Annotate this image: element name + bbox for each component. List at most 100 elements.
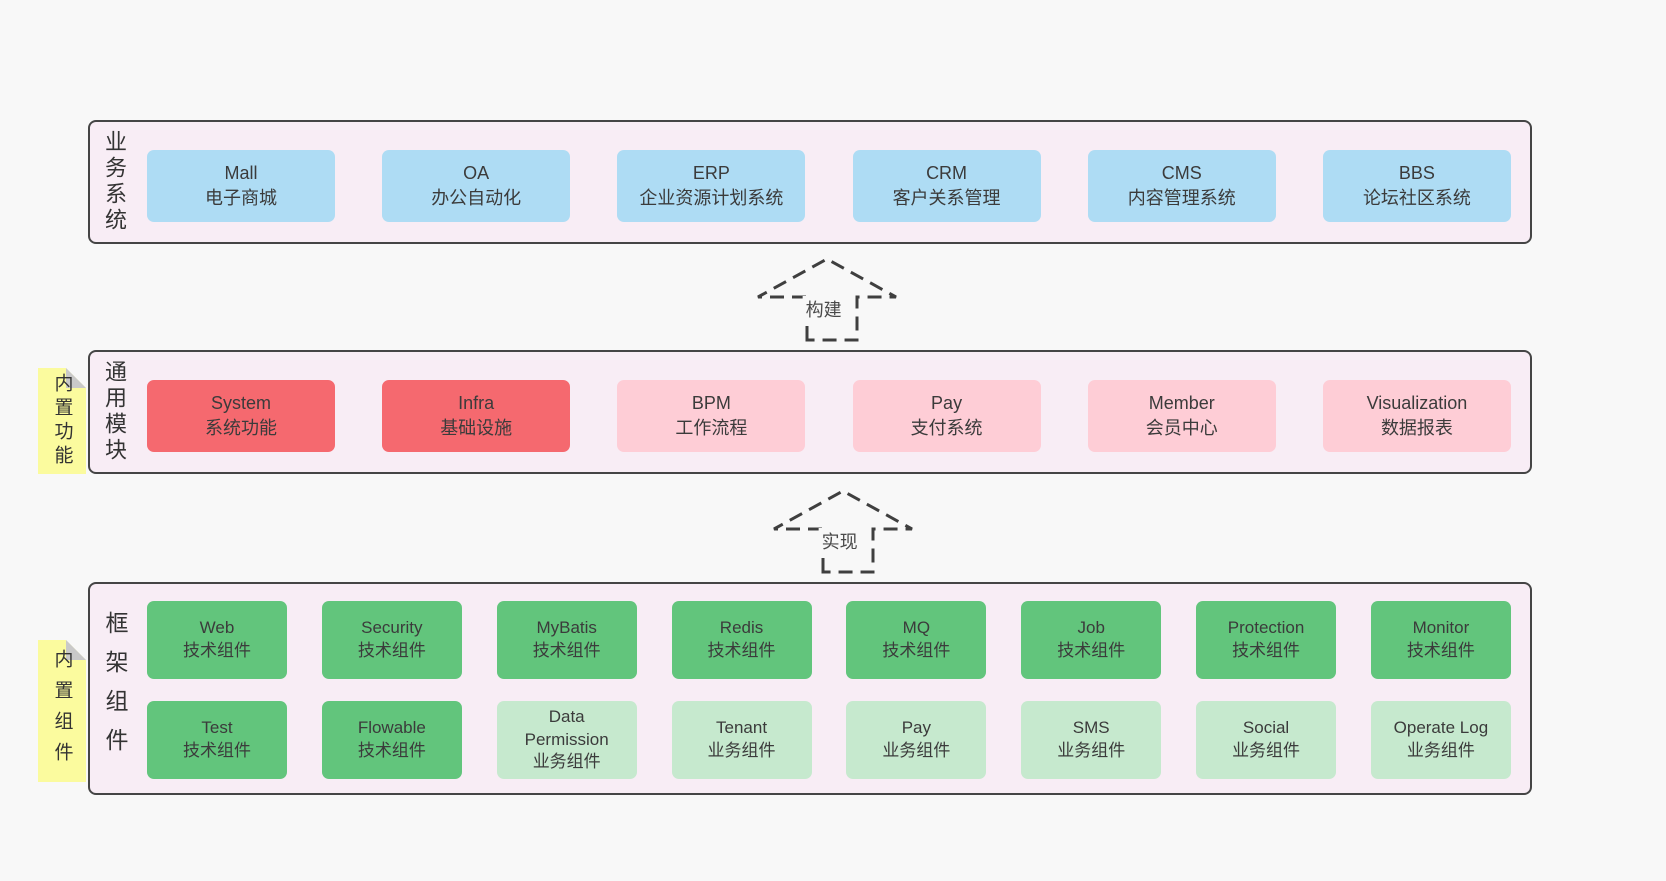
box-redis-subtitle: 技术组件 xyxy=(707,641,776,660)
box-crm-subtitle: 客户关系管理 xyxy=(892,188,1001,208)
box-member-name: Member xyxy=(1148,392,1215,413)
box-visualization-name: Visualization xyxy=(1366,392,1468,413)
box-redis-name: Redis xyxy=(719,618,764,638)
box-mq-subtitle: 技术组件 xyxy=(882,641,951,660)
box-web-name: Web xyxy=(199,618,235,638)
box-crm: CRM 客户关系管理 xyxy=(852,150,1041,222)
box-test: Test 技术组件 xyxy=(147,701,287,779)
box-erp-name: ERP xyxy=(692,162,730,183)
box-visualization: Visualization 数据报表 xyxy=(1322,380,1511,452)
box-data-permission: Data Permission 业务组件 xyxy=(496,701,637,779)
band-common-modules: 通用模块 System 系统功能 Infra 基础设施 BPM 工作流程 Pay… xyxy=(88,350,1532,474)
box-monitor-subtitle: 技术组件 xyxy=(1406,641,1475,660)
box-cms: CMS 内容管理系统 xyxy=(1087,150,1276,222)
box-redis: Redis 技术组件 xyxy=(671,601,812,679)
box-sms-subtitle: 业务组件 xyxy=(1057,741,1126,760)
box-protection-name: Protection xyxy=(1227,618,1305,638)
box-protection: Protection 技术组件 xyxy=(1196,601,1337,679)
build-arrow: 构建 xyxy=(755,255,899,343)
band-common-modules-label: 通用模块 xyxy=(102,360,127,464)
box-pay-component: Pay 业务组件 xyxy=(846,701,987,779)
box-mybatis-subtitle: 技术组件 xyxy=(532,641,601,660)
band-business-systems-label: 业务系统 xyxy=(102,130,127,234)
built-in-components-note: 内置组件 xyxy=(38,640,86,782)
box-job-name: Job xyxy=(1077,618,1105,638)
box-visualization-subtitle: 数据报表 xyxy=(1380,418,1453,438)
business-systems-row: Mall 电子商城 OA 办公自动化 ERP 企业资源计划系统 CRM 客户关系… xyxy=(147,150,1511,222)
box-cms-subtitle: 内容管理系统 xyxy=(1127,188,1236,208)
box-member-subtitle: 会员中心 xyxy=(1145,418,1218,438)
box-system-subtitle: 系统功能 xyxy=(205,418,277,438)
box-data-permission-name: Data Permission xyxy=(524,706,609,749)
box-tenant: Tenant 业务组件 xyxy=(671,701,812,779)
box-bpm: BPM 工作流程 xyxy=(617,380,806,452)
box-oa-name: OA xyxy=(463,162,490,183)
folded-corner-icon xyxy=(66,368,86,388)
box-oa: OA 办公自动化 xyxy=(382,150,571,222)
band-business-systems: 业务系统 Mall 电子商城 OA 办公自动化 ERP 企业资源计划系统 CRM… xyxy=(88,120,1532,244)
band-framework-components-label: 框架组件 xyxy=(102,610,128,767)
box-tenant-subtitle: 业务组件 xyxy=(707,741,776,760)
band-framework-components: 框架组件 Web 技术组件 Security 技术组件 MyBatis 技术组件… xyxy=(88,582,1532,795)
box-social-name: Social xyxy=(1242,718,1290,738)
box-pay-module-subtitle: 支付系统 xyxy=(910,418,983,438)
box-oa-subtitle: 办公自动化 xyxy=(431,188,522,208)
box-test-subtitle: 技术组件 xyxy=(183,741,251,760)
box-social: Social 业务组件 xyxy=(1196,701,1337,779)
box-mall-subtitle: 电子商城 xyxy=(205,188,277,208)
built-in-features-note-text: 内置功能 xyxy=(51,373,73,469)
box-test-name: Test xyxy=(201,718,233,738)
box-job-subtitle: 技术组件 xyxy=(1057,641,1126,660)
box-web-subtitle: 技术组件 xyxy=(183,641,251,660)
box-member: Member 会员中心 xyxy=(1087,380,1276,452)
box-erp: ERP 企业资源计划系统 xyxy=(617,150,806,222)
box-pay-module-name: Pay xyxy=(931,392,963,413)
box-web: Web 技术组件 xyxy=(147,601,287,679)
framework-components-row-1: Web 技术组件 Security 技术组件 MyBatis 技术组件 Redi… xyxy=(147,601,1511,679)
box-infra: Infra 基础设施 xyxy=(382,380,571,452)
box-monitor-name: Monitor xyxy=(1412,618,1470,638)
box-operate-log-subtitle: 业务组件 xyxy=(1406,741,1475,760)
box-mybatis: MyBatis 技术组件 xyxy=(496,601,637,679)
common-modules-row: System 系统功能 Infra 基础设施 BPM 工作流程 Pay 支付系统… xyxy=(147,380,1511,452)
folded-corner-icon xyxy=(66,640,86,660)
build-arrow-label: 构建 xyxy=(802,296,845,322)
box-security-name: Security xyxy=(361,618,423,638)
box-sms-name: SMS xyxy=(1072,718,1110,738)
box-data-permission-subtitle: 业务组件 xyxy=(532,752,601,772)
box-bbs-subtitle: 论坛社区系统 xyxy=(1362,188,1471,208)
box-operate-log-name: Operate Log xyxy=(1393,718,1489,738)
box-bpm-name: BPM xyxy=(691,392,731,413)
implement-arrow: 实现 xyxy=(771,487,915,575)
built-in-components-note-text: 内置组件 xyxy=(51,649,73,773)
box-mq-name: MQ xyxy=(902,618,931,638)
box-operate-log: Operate Log 业务组件 xyxy=(1370,701,1511,779)
box-security: Security 技术组件 xyxy=(321,601,462,679)
box-flowable-name: Flowable xyxy=(357,718,426,738)
box-social-subtitle: 业务组件 xyxy=(1232,741,1301,760)
box-system: System 系统功能 xyxy=(147,380,335,452)
box-pay-module: Pay 支付系统 xyxy=(852,380,1041,452)
box-flowable-subtitle: 技术组件 xyxy=(357,741,426,760)
box-sms: SMS 业务组件 xyxy=(1021,701,1162,779)
box-protection-subtitle: 技术组件 xyxy=(1232,641,1301,660)
box-crm-name: CRM xyxy=(926,162,968,183)
implement-arrow-label: 实现 xyxy=(818,528,861,554)
built-in-features-note: 内置功能 xyxy=(38,368,86,474)
box-bbs: BBS 论坛社区系统 xyxy=(1322,150,1511,222)
box-pay-component-name: Pay xyxy=(901,718,932,738)
box-cms-name: CMS xyxy=(1161,162,1202,183)
box-monitor: Monitor 技术组件 xyxy=(1370,601,1511,679)
box-mall: Mall 电子商城 xyxy=(147,150,335,222)
framework-components-row-2: Test 技术组件 Flowable 技术组件 Data Permission … xyxy=(147,701,1511,779)
box-bbs-name: BBS xyxy=(1398,162,1435,183)
box-mall-name: Mall xyxy=(224,162,258,183)
box-infra-name: Infra xyxy=(458,392,495,413)
box-mq: MQ 技术组件 xyxy=(846,601,987,679)
box-erp-subtitle: 企业资源计划系统 xyxy=(639,188,784,208)
box-mybatis-name: MyBatis xyxy=(536,618,597,638)
box-infra-subtitle: 基础设施 xyxy=(440,418,513,438)
box-flowable: Flowable 技术组件 xyxy=(321,701,462,779)
box-pay-component-subtitle: 业务组件 xyxy=(882,741,951,760)
box-bpm-subtitle: 工作流程 xyxy=(675,418,748,438)
